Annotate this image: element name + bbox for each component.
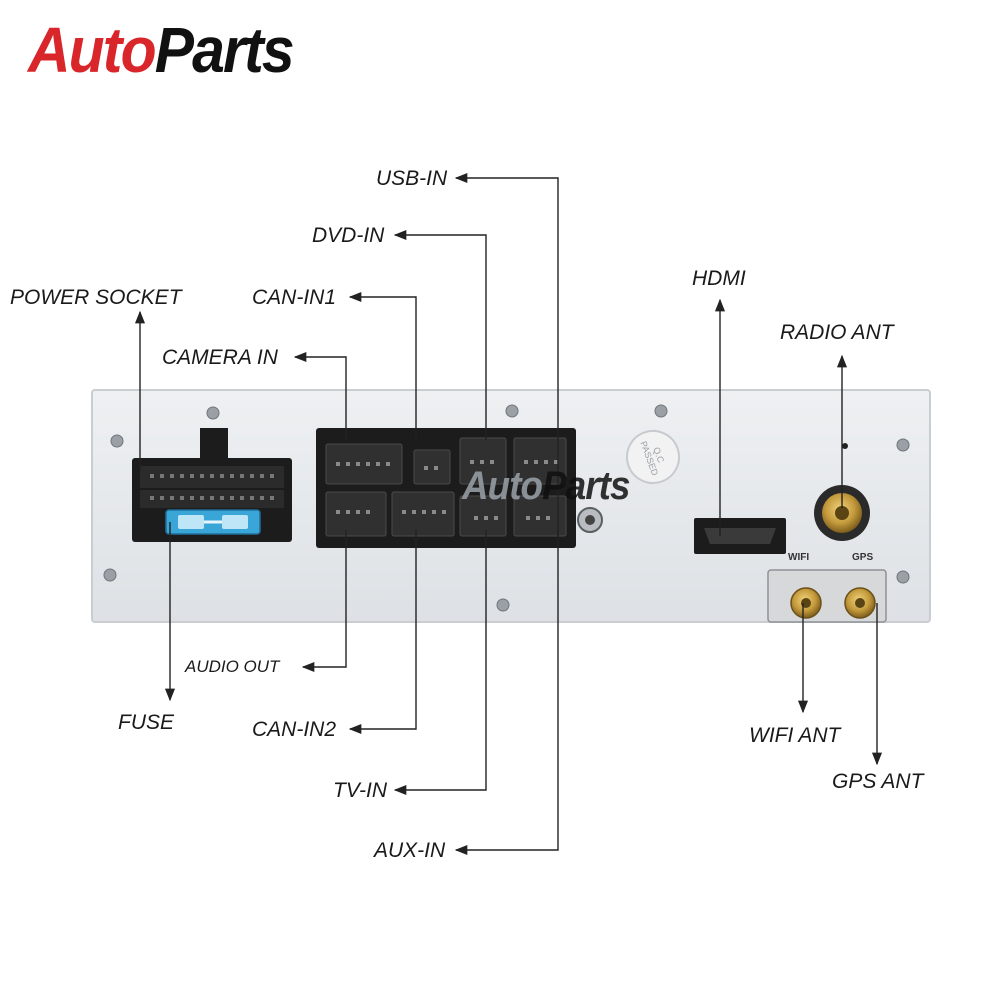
label-aux-in: AUX-IN [374, 839, 446, 862]
label-radio-ant: RADIO ANT [780, 321, 894, 344]
watermark-auto-text: Auto [462, 464, 543, 508]
can-in2-leader [348, 530, 417, 735]
antenna-plate [767, 569, 887, 623]
usb-in-leader [454, 172, 559, 548]
label-audio-out: AUDIO OUT [185, 657, 280, 676]
label-dvd-in: DVD-IN [312, 224, 385, 247]
logo-auto-text: Auto [28, 14, 157, 86]
logo-parts-text: Parts [154, 14, 295, 86]
label-camera-in: CAMERA IN [162, 346, 278, 369]
label-wifi-ant: WIFI ANT [749, 724, 841, 747]
label-usb-in: USB-IN [376, 167, 448, 190]
label-tv-in: TV-IN [333, 779, 388, 802]
camera-in-leader [293, 351, 347, 440]
label-gps-ant: GPS ANT [832, 770, 924, 793]
ground-screw-icon [577, 507, 603, 533]
label-power-socket: POWER SOCKET [10, 286, 182, 309]
brand-logo: AutoParts [28, 18, 295, 82]
aux-in-leader [454, 530, 559, 856]
screw-icon [103, 404, 910, 612]
main-connector-block [316, 428, 576, 548]
dvd-in-leader [393, 229, 487, 440]
hdmi-port [694, 518, 786, 554]
watermark-logo: AutoParts [462, 466, 630, 506]
label-hdmi: HDMI [692, 267, 746, 290]
label-fuse: FUSE [118, 711, 175, 734]
audio-out-leader [301, 530, 347, 673]
wifi-port-label: WIFI [788, 552, 810, 563]
can-in1-leader [348, 291, 417, 440]
fuse-icon [165, 509, 261, 535]
label-can-in1: CAN-IN1 [252, 286, 337, 309]
tv-in-leader [393, 530, 487, 796]
gps-port-label: GPS [852, 552, 874, 563]
radio-antenna-socket [814, 443, 870, 541]
watermark-parts-text: Parts [542, 464, 630, 508]
label-can-in2: CAN-IN2 [252, 718, 337, 741]
